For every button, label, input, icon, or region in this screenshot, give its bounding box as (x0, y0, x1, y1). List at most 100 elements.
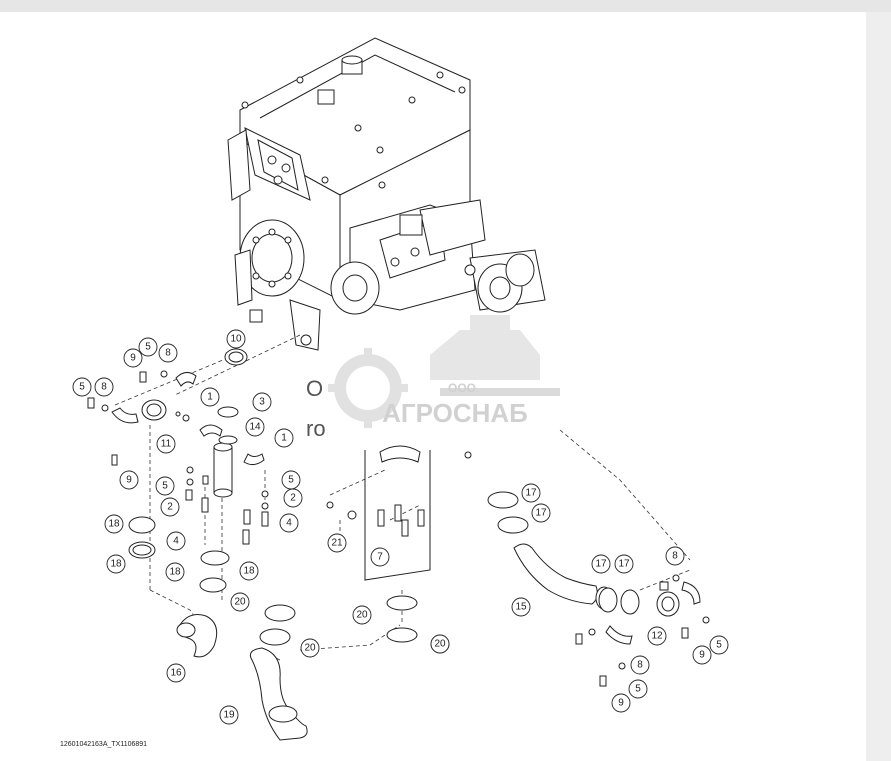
callout-circle (283, 488, 303, 508)
callout-number: 17 (618, 559, 630, 570)
callout-19: 19 (219, 705, 239, 725)
callout-circle (327, 533, 347, 553)
callout-circle (230, 592, 250, 612)
callout-number: 10 (230, 334, 242, 345)
callout-circle (709, 635, 729, 655)
callout-2: 2 (283, 488, 303, 508)
callout-number: 4 (173, 536, 179, 547)
callout-5: 5 (155, 476, 175, 496)
callout-circle (160, 497, 180, 517)
callout-circle (511, 597, 531, 617)
callout-17: 17 (614, 554, 634, 574)
callout-number: 1 (207, 392, 213, 403)
callout-number: 9 (618, 698, 624, 709)
watermark-prefix: ООО (448, 381, 476, 395)
callout-20: 20 (352, 605, 372, 625)
callout-circle (165, 562, 185, 582)
callout-17: 17 (531, 503, 551, 523)
callout-circle (274, 428, 294, 448)
ghost-letters-ro: ro (306, 416, 326, 441)
callout-circle (123, 348, 143, 368)
callout-number: 9 (130, 353, 136, 364)
callout-8: 8 (94, 377, 114, 397)
callout-circle (370, 547, 390, 567)
callout-number: 16 (170, 668, 182, 679)
callout-circle (155, 476, 175, 496)
callout-number: 20 (234, 597, 246, 608)
callout-16: 16 (166, 663, 186, 683)
callout-12: 12 (647, 626, 667, 646)
callout-18: 18 (106, 554, 126, 574)
callout-5: 5 (628, 679, 648, 699)
centre-bracket-group (326, 445, 472, 581)
callout-number: 2 (167, 502, 173, 513)
callout-number: 4 (286, 518, 292, 529)
callout-number: 8 (637, 660, 643, 671)
callout-number: 11 (161, 439, 172, 450)
callout-number: 17 (525, 488, 537, 499)
callout-17: 17 (591, 554, 611, 574)
callout-circle (138, 337, 158, 357)
callout-circle (630, 655, 650, 675)
callout-circle (692, 645, 712, 665)
callout-number: 5 (716, 640, 722, 651)
hose-19-group (249, 595, 418, 741)
callout-number: 14 (249, 422, 261, 433)
right-pipe-group (487, 491, 710, 687)
callout-number: 19 (223, 710, 235, 721)
callout-9: 9 (119, 470, 139, 490)
watermark-logo: ООО АГРОСНАБ (328, 315, 560, 428)
callout-5: 5 (72, 377, 92, 397)
callout-8: 8 (665, 546, 685, 566)
callout-circle (156, 434, 176, 454)
callout-circle (72, 377, 92, 397)
callout-circle (166, 531, 186, 551)
callout-20: 20 (430, 634, 450, 654)
callout-number: 3 (259, 397, 265, 408)
callout-20: 20 (230, 592, 250, 612)
callout-circle (219, 705, 239, 725)
callout-5: 5 (709, 635, 729, 655)
callout-number: 8 (101, 382, 107, 393)
callout-circle (647, 626, 667, 646)
callout-circle (200, 387, 220, 407)
callout-circle (166, 663, 186, 683)
watermark-company-name: АГРОСНАБ (382, 398, 528, 428)
callout-circle (611, 693, 631, 713)
callout-circle (104, 514, 124, 534)
callout-7: 7 (370, 547, 390, 567)
callout-number: 8 (672, 551, 678, 562)
callout-circle (279, 513, 299, 533)
callout-21: 21 (327, 533, 347, 553)
callout-1: 1 (274, 428, 294, 448)
callout-14: 14 (245, 417, 265, 437)
callout-number: 9 (126, 475, 132, 486)
callout-layer: 1095858119131415245241818181816202020192… (72, 329, 729, 725)
figure-caption: 12601042163A_TX1106891 (60, 741, 148, 748)
callout-1: 1 (200, 387, 220, 407)
callout-15: 15 (511, 597, 531, 617)
callout-number: 15 (515, 602, 527, 613)
callout-circle (106, 554, 126, 574)
transmission-assembly (227, 37, 546, 351)
callout-8: 8 (630, 655, 650, 675)
callout-number: 20 (434, 639, 446, 650)
left-pipe-group (87, 348, 269, 658)
callout-number: 18 (110, 559, 122, 570)
callout-3: 3 (252, 392, 272, 412)
right-border (866, 12, 891, 761)
callout-circle (158, 343, 178, 363)
callout-number: 17 (595, 559, 607, 570)
callout-18: 18 (165, 562, 185, 582)
callout-10: 10 (226, 329, 246, 349)
callout-circle (245, 417, 265, 437)
callout-9: 9 (611, 693, 631, 713)
callout-5: 5 (281, 470, 301, 490)
callout-17: 17 (521, 483, 541, 503)
callout-9: 9 (692, 645, 712, 665)
callout-number: 20 (304, 643, 316, 654)
callout-circle (119, 470, 139, 490)
callout-circle (252, 392, 272, 412)
callout-number: 17 (535, 508, 547, 519)
